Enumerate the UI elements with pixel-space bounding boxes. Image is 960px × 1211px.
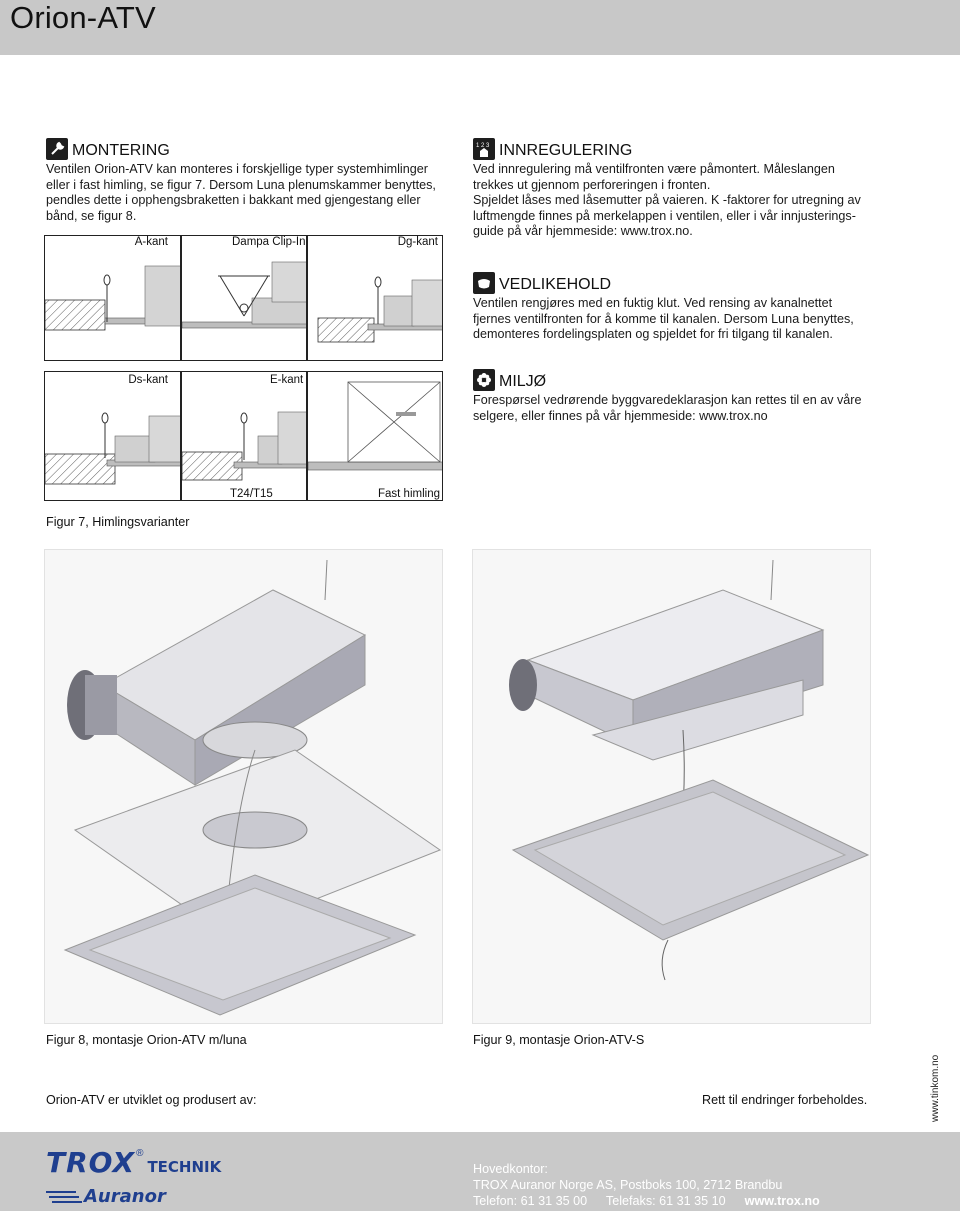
text-line: selgere, eller finnes på vår hjemmeside:… bbox=[473, 408, 768, 423]
e-kant-drawing bbox=[182, 411, 306, 481]
page-title: Orion-ATV bbox=[10, 0, 156, 35]
figure-9-caption: Figur 9, montasje Orion-ATV-S bbox=[473, 1033, 645, 1047]
adjustment-dial-icon: 1 2 3 bbox=[473, 138, 495, 160]
text-line: trekkes ut gjennom perforeringen i front… bbox=[473, 177, 711, 192]
svg-text:1 2 3: 1 2 3 bbox=[476, 143, 490, 149]
text-line: eller i fast himling, se figur 7. Dersom… bbox=[46, 177, 436, 192]
manufacturer-line: Orion-ATV er utviklet og produsert av: bbox=[46, 1093, 257, 1107]
valve-box-illustration bbox=[509, 559, 870, 981]
panel-fast-himling: Fast himling bbox=[307, 371, 443, 501]
plenum-box-illustration bbox=[63, 559, 442, 1016]
dampa-drawing bbox=[182, 261, 306, 329]
panel-dampa: Dampa Clip-In bbox=[181, 235, 307, 361]
auranor-stripes-icon bbox=[46, 1190, 82, 1203]
fax: Telefaks: 61 31 35 10 bbox=[605, 1194, 726, 1208]
phone: Telefon: 61 31 35 00 bbox=[473, 1194, 588, 1208]
website-link[interactable]: www.trox.no bbox=[744, 1194, 820, 1208]
logo-technik: TECHNIK bbox=[147, 1158, 222, 1176]
panel-label: A-kant bbox=[134, 236, 168, 248]
figure-8-image bbox=[44, 549, 443, 1024]
trox-technik-logo: TROX ® TECHNIK bbox=[46, 1146, 221, 1179]
text-line: Ventilen Orion-ATV kan monteres i forskj… bbox=[46, 162, 428, 176]
text-line: Spjeldet låses med låsemutter på vaieren… bbox=[473, 193, 861, 208]
panel-dg-kant: Dg-kant bbox=[307, 235, 443, 361]
figure-7-caption: Figur 7, Himlingsvarianter bbox=[46, 515, 190, 529]
vedlikehold-heading: VEDLIKEHOLD bbox=[499, 276, 612, 293]
wrench-icon bbox=[46, 138, 68, 160]
dg-kant-drawing bbox=[317, 276, 442, 343]
innregulering-section: 1 2 3 INNREGULERING Ved innregulering må… bbox=[473, 138, 861, 240]
cleaning-cloth-icon bbox=[473, 272, 495, 294]
registered-mark: ® bbox=[136, 1148, 144, 1159]
panel-label: Fast himling bbox=[378, 488, 440, 500]
text-line: demonteres fordelingsplaten og spjeldet … bbox=[473, 327, 833, 342]
vedlikehold-section: VEDLIKEHOLD Ventilen rengjøres med en fu… bbox=[473, 272, 854, 343]
panel-label: Ds-kant bbox=[128, 374, 168, 386]
panel-ds-kant: Ds-kant bbox=[44, 371, 181, 501]
text-line: luftmengde finnes på merkelappen i venti… bbox=[473, 208, 856, 223]
hq-label: Hovedkontor: bbox=[473, 1162, 548, 1176]
text-line: Ved innregulering må ventilfronten være … bbox=[473, 162, 835, 176]
logo-trox: TROX bbox=[46, 1146, 136, 1179]
montering-heading: MONTERING bbox=[72, 142, 170, 159]
montering-section: MONTERING Ventilen Orion-ATV kan montere… bbox=[46, 138, 436, 224]
text-line: fjernes ventilfronten for å komme til ka… bbox=[473, 311, 854, 326]
text-line: Ventilen rengjøres med en fuktig klut. V… bbox=[473, 296, 833, 310]
text-line: pendles dette i opphengsbraketten i bakk… bbox=[46, 193, 421, 208]
montering-text: Ventilen Orion-ATV kan monteres i forskj… bbox=[46, 162, 436, 224]
miljo-text: Forespørsel vedrørende byggvaredeklarasj… bbox=[473, 393, 862, 424]
figure-8-caption: Figur 8, montasje Orion-ATV m/luna bbox=[46, 1033, 247, 1047]
a-kant-drawing bbox=[45, 265, 180, 331]
figure-9-image bbox=[472, 549, 871, 1024]
fast-himling-drawing bbox=[308, 381, 442, 471]
text-line: Forespørsel vedrørende byggvaredeklarasj… bbox=[473, 393, 862, 407]
auranor-logo: Auranor bbox=[46, 1186, 166, 1207]
text-line: guide på vår hjemmeside: www.trox.no. bbox=[473, 224, 693, 239]
footer: TROX ® TECHNIK Auranor Hovedkontor: TROX… bbox=[0, 1132, 960, 1211]
disclaimer: Rett til endringer forbeholdes. bbox=[702, 1093, 868, 1107]
contact-line: Telefon: 61 31 35 00 Telefaks: 61 31 35 … bbox=[473, 1193, 820, 1209]
innregulering-text: Ved innregulering må ventilfronten være … bbox=[473, 162, 861, 240]
panel-label: Dg-kant bbox=[397, 236, 438, 248]
ds-kant-drawing bbox=[45, 412, 180, 485]
logo-auranor: Auranor bbox=[84, 1186, 166, 1207]
panel-e-kant-t24: E-kant T24/T15 bbox=[181, 371, 307, 501]
footer-contact: Hovedkontor: TROX Auranor Norge AS, Post… bbox=[473, 1161, 820, 1209]
panel-label: E-kant bbox=[270, 374, 304, 386]
panel-label: Dampa Clip-In bbox=[232, 236, 306, 248]
innregulering-heading: INNREGULERING bbox=[499, 142, 633, 159]
vedlikehold-text: Ventilen rengjøres med en fuktig klut. V… bbox=[473, 296, 854, 343]
vertical-credit: www.tinkom.no bbox=[930, 1054, 941, 1122]
text-line: bånd, se figur 8. bbox=[46, 208, 137, 223]
address: TROX Auranor Norge AS, Postboks 100, 271… bbox=[473, 1178, 783, 1192]
panel-a-kant: A-kant bbox=[44, 235, 181, 361]
miljo-section: MILJØ Forespørsel vedrørende byggvaredek… bbox=[473, 369, 862, 424]
panel-label: T24/T15 bbox=[230, 488, 273, 500]
flower-icon bbox=[473, 369, 495, 391]
title-bar bbox=[0, 0, 960, 55]
miljo-heading: MILJØ bbox=[499, 373, 547, 390]
